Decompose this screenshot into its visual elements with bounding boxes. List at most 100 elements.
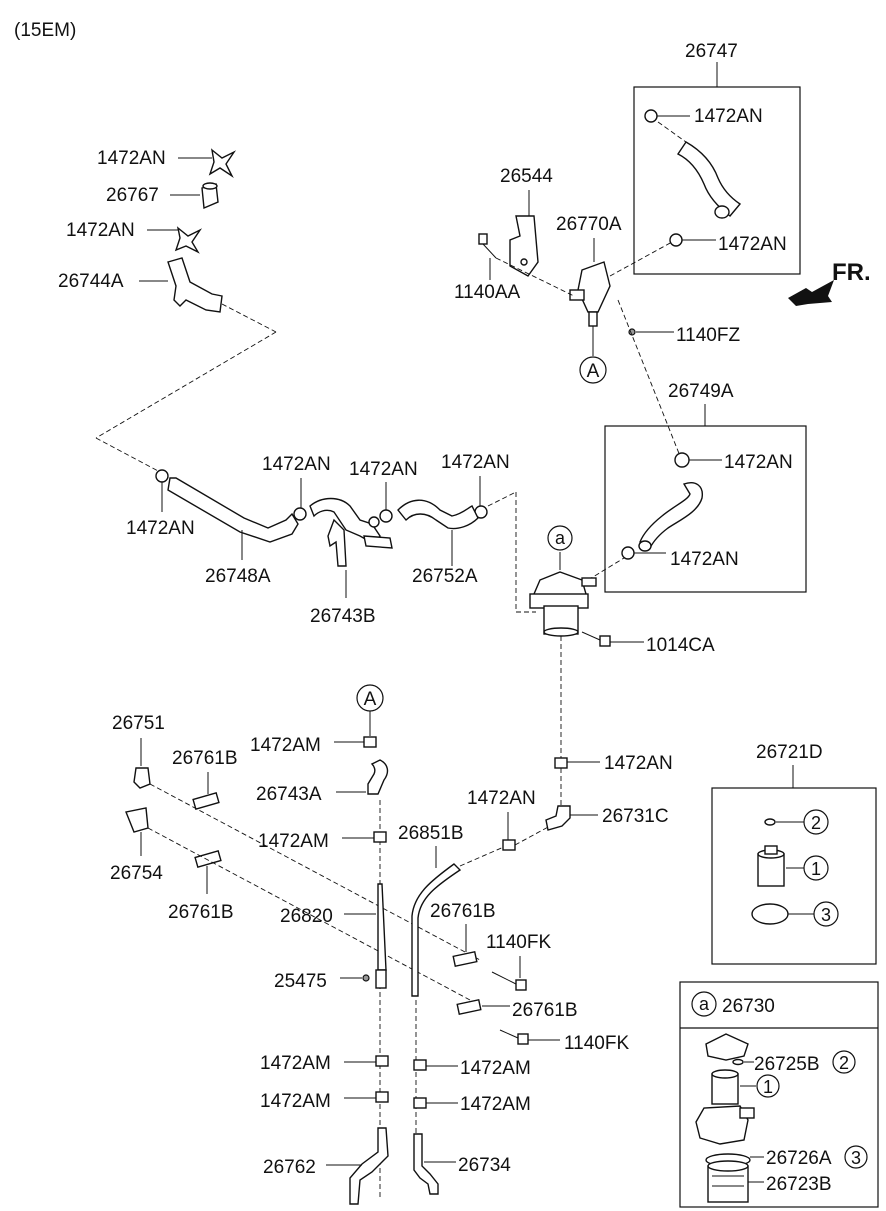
- part-label-1472AM: 1472AM: [260, 1053, 331, 1074]
- part-label-1140AA: 1140AA: [454, 282, 521, 303]
- fuel-filter-assembly-box: [679, 981, 879, 1208]
- callout-number: 1: [811, 859, 821, 879]
- o-ring-icon: [764, 818, 776, 826]
- reference-marker-a: [547, 525, 573, 551]
- part-label-1472AN: 1472AN: [262, 454, 331, 475]
- part-label-1472AN: 1472AN: [126, 518, 195, 539]
- part-label-25475: 25475: [274, 971, 327, 992]
- reference-letter: a: [699, 994, 710, 1014]
- part-label-1472AN: 1472AN: [467, 788, 536, 809]
- hose-26762: [349, 1127, 389, 1205]
- bolt-1140FK: [491, 971, 527, 991]
- callout-3: [813, 901, 839, 927]
- part-label-1472AN: 1472AN: [724, 452, 793, 473]
- part-label-26752A: 26752A: [412, 566, 478, 587]
- part-label-26761B: 26761B: [168, 902, 234, 923]
- hose-clamp-icon: [373, 831, 387, 843]
- fuel-filter-26730-installed: [529, 571, 597, 637]
- filter-element-icon: [757, 845, 785, 887]
- part-label-26743A: 26743A: [256, 784, 322, 805]
- hose-clamp-icon: [554, 757, 568, 769]
- part-label-26851B: 26851B: [398, 823, 464, 844]
- front-direction-indicator: FR.: [788, 259, 871, 306]
- clip-26761B: [452, 950, 478, 968]
- part-label-1472AN: 1472AN: [604, 753, 673, 774]
- callout-number: 2: [811, 813, 821, 833]
- part-label-26743B: 26743B: [310, 606, 376, 627]
- part-label-26723B: 26723B: [766, 1174, 832, 1195]
- hose-clamp-icon: [669, 233, 683, 247]
- hose-26752A: [397, 499, 479, 530]
- bolt-1140AA: [478, 233, 497, 259]
- pipe-26744A: [167, 257, 223, 313]
- gasket-icon: [751, 903, 789, 925]
- front-label: FR.: [832, 259, 871, 286]
- fuel-line-26851B: [411, 863, 462, 997]
- part-label-1472AN: 1472AN: [349, 459, 418, 480]
- part-label-1472AM: 1472AM: [460, 1094, 531, 1115]
- part-label-1014CA: 1014CA: [646, 635, 715, 656]
- part-label-26734: 26734: [458, 1155, 511, 1176]
- filter-cartridge-icon: [707, 1160, 749, 1203]
- hose-clamp-icon: [413, 1059, 427, 1071]
- part-label-26820: 26820: [280, 906, 333, 927]
- hose-clamp-icon: [155, 469, 169, 483]
- hose-clamp-icon: [375, 1055, 389, 1067]
- hose-clamp-icon: [368, 516, 380, 528]
- part-label-26730: 26730: [722, 996, 775, 1017]
- fuel-line-26820: [377, 883, 387, 971]
- hose-26731C: [545, 805, 571, 831]
- callout-number: 3: [851, 1148, 861, 1168]
- part-label-26770A: 26770A: [556, 214, 622, 235]
- part-label-1472AM: 1472AM: [250, 735, 321, 756]
- part-label-26761B: 26761B: [172, 748, 238, 769]
- part-label-1472AN: 1472AN: [441, 452, 510, 473]
- reference-letter: A: [587, 361, 600, 382]
- hose-26749A: [639, 482, 703, 549]
- part-label-1472AM: 1472AM: [260, 1091, 331, 1112]
- hose-clamp-icon: [621, 546, 635, 560]
- clip-26761B: [192, 792, 220, 810]
- reference-marker-a: [691, 991, 717, 1017]
- o-ring-icon: [732, 1058, 744, 1066]
- filter-cap-icon: [705, 1033, 749, 1061]
- hose-clamp-icon: [174, 226, 203, 254]
- part-label-1472AM: 1472AM: [258, 831, 329, 852]
- bolt-1140FK: [499, 1029, 529, 1045]
- callout-1: [756, 1074, 780, 1098]
- part-label-26762: 26762: [263, 1157, 316, 1178]
- hose-26734: [413, 1133, 439, 1195]
- hose-clamp-icon: [363, 736, 377, 748]
- hose-26747: [644, 109, 742, 247]
- hose-clamp-icon: [502, 839, 516, 851]
- part-label-1140FZ: 1140FZ: [676, 325, 740, 346]
- hose-26748A: [167, 477, 299, 543]
- hose-clamp-icon: [379, 509, 393, 523]
- part-label-26721D: 26721D: [756, 742, 823, 763]
- part-label-1472AN: 1472AN: [97, 148, 166, 169]
- hose-clamp-icon: [413, 1097, 427, 1109]
- hose-tee-26743B: [309, 497, 393, 567]
- bracket-26544: [509, 215, 539, 277]
- part-label-1140FK: 1140FK: [564, 1033, 629, 1054]
- part-label-1472AN: 1472AN: [718, 234, 787, 255]
- filter-housing-icon: [695, 1105, 755, 1145]
- engine-code-label: (15EM): [14, 20, 76, 41]
- clip-26751: [133, 767, 151, 789]
- part-label-26754: 26754: [110, 863, 163, 884]
- reference-marker-A: [579, 356, 607, 384]
- hose-clamp-icon: [674, 452, 690, 468]
- callout-number: 3: [821, 905, 831, 925]
- reference-letter: a: [555, 528, 566, 548]
- front-arrow-icon: [788, 280, 834, 306]
- part-label-1472AN: 1472AN: [694, 106, 763, 127]
- filter-element-icon: [711, 1069, 739, 1105]
- part-label-26725B: 26725B: [754, 1054, 820, 1075]
- part-label-26751: 26751: [112, 713, 165, 734]
- callout-3: [844, 1145, 868, 1169]
- part-label-26748A: 26748A: [205, 566, 271, 587]
- hose-clamp-icon: [375, 1091, 389, 1103]
- callout-2: [803, 809, 829, 835]
- part-label-26744A: 26744A: [58, 271, 124, 292]
